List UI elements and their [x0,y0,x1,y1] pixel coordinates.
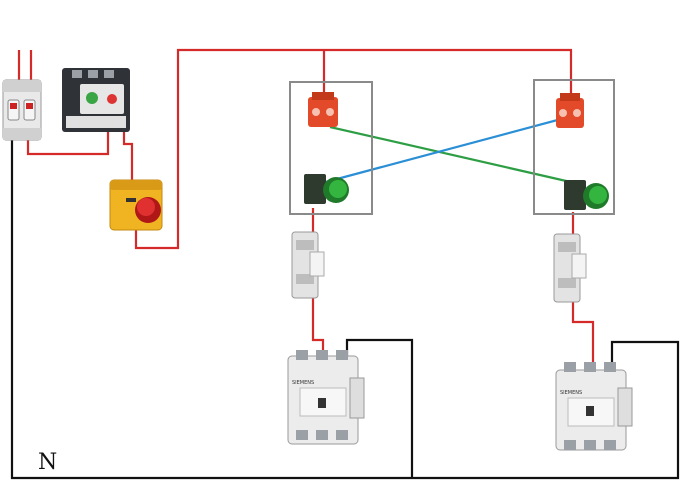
stop-button-2-icon [556,93,584,128]
aux-contact-2-icon [553,233,587,303]
estop-to-bus-wire [134,48,573,250]
cross-wire-green [329,125,576,185]
contactor-1-brand: SIEMENS [292,380,314,386]
start-button-2-icon [564,180,609,210]
aux-contact-1-icon [291,231,325,299]
station-2-frame-icon [533,79,615,215]
contactor-2-icon: SIEMENS [555,362,633,451]
neutral-bus-wire [10,138,680,480]
aux-2-to-contactor-2-wire [571,300,595,370]
neutral-label: N [38,450,58,475]
emergency-stop-icon [109,179,163,231]
contactor-2-brand: SIEMENS [560,390,582,396]
circuit-breaker-icon [2,79,42,141]
stop-button-1-icon [308,92,338,127]
cross-wire-blue [321,116,566,185]
station-1-frame-icon [289,81,373,215]
contactor-1-icon: SIEMENS [287,350,365,445]
breaker-to-overload-wire [26,122,110,156]
start-button-1-icon [304,174,349,204]
overload-relay-icon [62,68,130,132]
